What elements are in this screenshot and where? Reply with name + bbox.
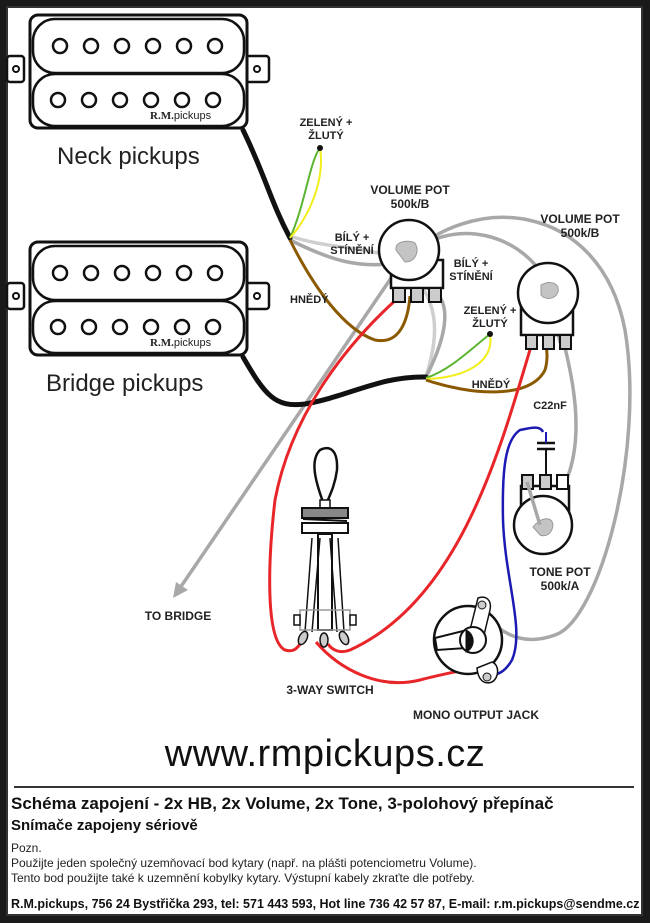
- wire-bridge-green: [425, 333, 491, 379]
- neck-pickup-brand: R.M.pickups: [150, 110, 212, 122]
- mono-output-jack: [432, 596, 504, 684]
- volume-pot-1: [377, 218, 445, 303]
- tone-pot: [512, 474, 574, 556]
- volume-pot-1-label: VOLUME POT 500k/B: [370, 183, 450, 211]
- contact-info: R.M.pickups, 756 24 Bystřička 293, tel: …: [11, 897, 640, 911]
- capacitor-label: C22nF: [533, 400, 567, 412]
- bridge-pickup-label: Bridge pickups: [46, 370, 204, 397]
- bridge-white-shield-label: BÍLÝ + STÍNĚNÍ: [449, 258, 493, 283]
- wire-neck-green: [289, 147, 321, 239]
- to-bridge-label: TO BRIDGE: [144, 609, 212, 623]
- note-line-1: Použijte jeden společný uzemňovací bod k…: [11, 856, 477, 870]
- wire-neck-yellow: [289, 147, 322, 239]
- wire-ground-vol1-outer: [400, 215, 632, 642]
- wire-bridge-yellow: [425, 333, 492, 380]
- neck-green-yellow-label: ZELENÝ + ŽLUTÝ: [299, 117, 353, 142]
- wire-neck-brown: [288, 239, 412, 343]
- neck-brown-label: HNĚDÝ: [290, 294, 329, 306]
- switch-label: 3-WAY SWITCH: [286, 683, 374, 697]
- wire-vol1-to-switch: [268, 296, 400, 653]
- bridge-humbucker: [5, 240, 271, 357]
- bridge-brown-label: HNĚDÝ: [471, 379, 511, 391]
- neck-white-shield-label: BÍLÝ + STÍNĚNÍ: [330, 232, 374, 257]
- wire-bridge-brown: [425, 342, 549, 394]
- bridge-series-junction: [487, 331, 493, 337]
- capacitor: [537, 432, 555, 476]
- neck-pickup-label: Neck pickups: [57, 143, 200, 170]
- neck-humbucker: [5, 13, 271, 130]
- note-heading: Pozn.: [11, 841, 42, 855]
- tone-pot-label: TONE POT 500k/A: [529, 565, 591, 593]
- note-line-2: Tento bod použijte také k uzemnění kobyl…: [11, 871, 475, 885]
- volume-pot-2-label: VOLUME POT 500k/B: [540, 212, 620, 240]
- schematic-title: Schéma zapojení - 2x HB, 2x Volume, 2x T…: [11, 794, 554, 813]
- bridge-pickup-cable: [240, 354, 429, 408]
- neck-series-junction: [317, 145, 323, 151]
- wire-ground-to-bridge: [178, 260, 404, 590]
- wire-tone-cap-to-jack: [487, 426, 545, 678]
- volume-pot-2: [516, 261, 580, 350]
- bridge-pickup-brand: R.M.pickups: [150, 337, 212, 349]
- arrow-to-bridge: [173, 582, 188, 598]
- output-jack-label: MONO OUTPUT JACK: [413, 708, 539, 722]
- neck-pickup-cable: [240, 127, 293, 241]
- footer-divider: [14, 786, 634, 788]
- wire-vol2-to-switch: [326, 342, 534, 654]
- bridge-green-yellow-label: ZELENÝ + ŽLUTÝ: [463, 305, 517, 330]
- three-way-switch: [293, 446, 357, 648]
- website-url[interactable]: www.rmpickups.cz: [164, 733, 486, 775]
- schematic-subtitle: Snímače zapojeny sériově: [11, 817, 198, 834]
